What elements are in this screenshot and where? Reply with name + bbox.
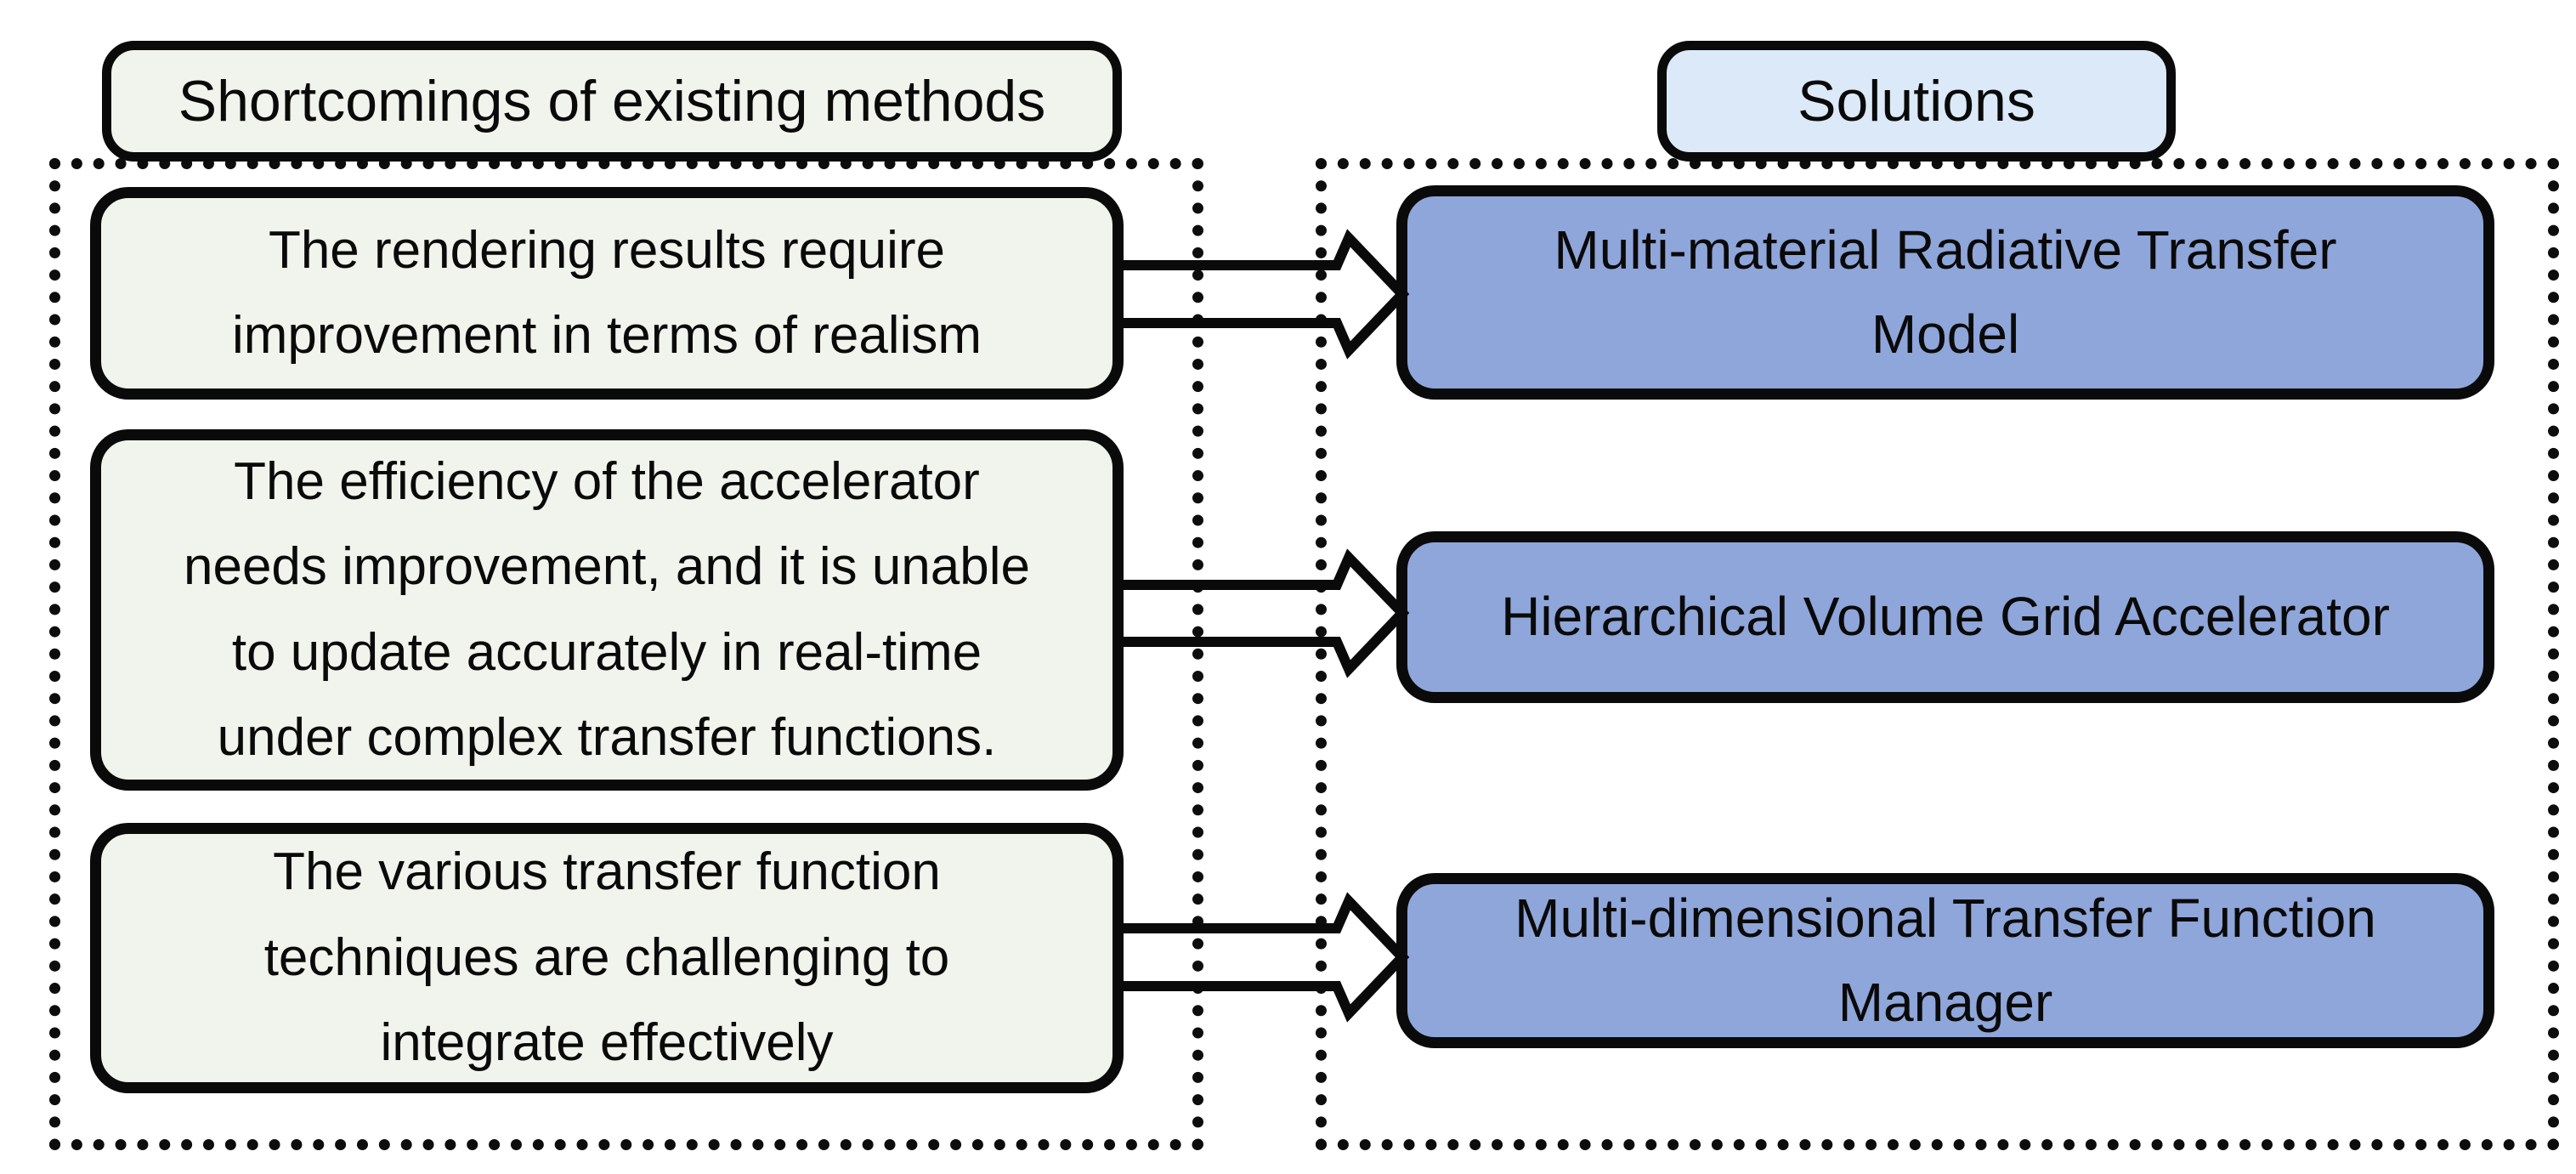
solution-box-2: Hierarchical Volume Grid Accelerator xyxy=(1396,531,2494,703)
solution-box-3: Multi-dimensional Transfer Function Mana… xyxy=(1396,873,2494,1048)
shortcomings-group-border xyxy=(49,158,1203,1150)
solutions-group-border xyxy=(1316,158,2559,1150)
arrow-2-icon xyxy=(1118,548,1410,678)
arrow-1-icon xyxy=(1118,229,1410,360)
solutions-header: Solutions xyxy=(1657,41,2176,162)
shortcoming-box-2: The efficiency of the accelerator needs … xyxy=(90,429,1124,791)
shortcoming-box-3: The various transfer function techniques… xyxy=(90,823,1124,1093)
shortcomings-header: Shortcomings of existing methods xyxy=(102,41,1122,162)
shortcoming-box-1: The rendering results require improvemen… xyxy=(90,187,1124,400)
solution-box-1: Multi-material Radiative Transfer Model xyxy=(1396,185,2494,400)
arrow-3-icon xyxy=(1118,892,1410,1023)
